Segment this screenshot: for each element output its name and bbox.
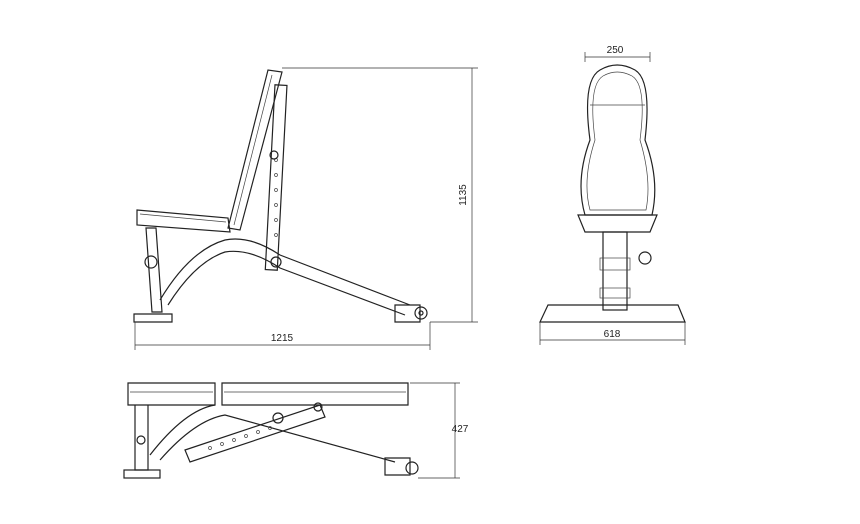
dimension-1135: 1135 xyxy=(458,184,469,206)
flat-seat xyxy=(127,382,216,406)
column xyxy=(602,231,628,311)
wheel xyxy=(414,306,428,320)
flat-post xyxy=(184,404,326,463)
backrest-pad xyxy=(227,69,283,231)
dimension-618: 618 xyxy=(604,329,621,340)
flat-rear-foot xyxy=(384,457,411,476)
dimension-1215: 1215 xyxy=(271,333,294,344)
pin-knob xyxy=(269,150,279,160)
front-knob xyxy=(144,255,158,269)
adjust-knob xyxy=(638,251,652,265)
rear-foot xyxy=(394,304,421,323)
side-view: 1135 1215 xyxy=(133,67,478,350)
front-leg xyxy=(145,227,163,313)
flat-view: 427 xyxy=(123,382,469,479)
backrest-front xyxy=(580,64,656,216)
seat-pad xyxy=(136,209,231,233)
flat-front-foot xyxy=(123,469,161,479)
dimension-250: 250 xyxy=(607,45,624,56)
dimension-427: 427 xyxy=(452,424,469,435)
flat-backrest xyxy=(221,382,409,406)
front-view: 250 618 xyxy=(539,45,686,345)
front-base xyxy=(539,304,686,323)
backrest-post xyxy=(264,84,288,271)
flat-front-leg xyxy=(134,405,149,471)
seat-front xyxy=(577,214,658,233)
main-frame-top xyxy=(159,238,411,306)
front-foot xyxy=(133,313,173,323)
